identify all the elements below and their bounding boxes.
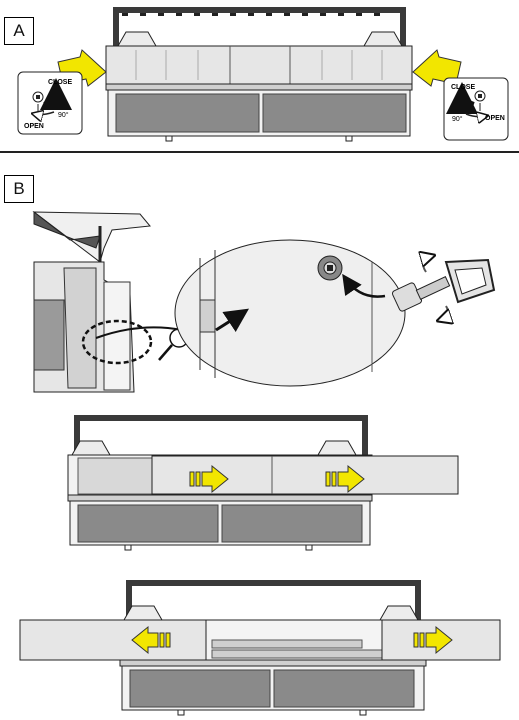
- open-label-right: OPEN: [485, 115, 505, 122]
- open-label-left: OPEN: [24, 123, 44, 130]
- slide-arrow-right-1: [189, 464, 229, 494]
- slide-arrow-right-3: [413, 625, 453, 655]
- zoom-highlight-ring: [81, 319, 153, 365]
- slide-arrow-right-2: [325, 464, 365, 494]
- slide-arrow-left-3: [131, 625, 171, 655]
- close-label-left: CLOSE: [48, 79, 72, 86]
- angle-label-left: 90°: [58, 111, 69, 119]
- machine-a: [105, 7, 413, 142]
- triangle-key-icon: [391, 256, 496, 320]
- section-a-label: A: [4, 17, 34, 45]
- lock-dial-left: [17, 71, 83, 135]
- machine-b-open-both: [19, 580, 501, 716]
- angle-label-right: 90°: [452, 115, 463, 123]
- section-b-label: B: [4, 175, 34, 203]
- lock-dial-right: [443, 77, 509, 141]
- key-insert-arrow: [342, 273, 386, 298]
- close-label-right: CLOSE: [451, 84, 475, 91]
- machine-b-open-right: [67, 415, 459, 551]
- machine-side-view: [32, 210, 151, 393]
- connector-line: [95, 326, 183, 339]
- section-divider: [0, 151, 519, 153]
- zoom-detail-circle: [174, 239, 406, 387]
